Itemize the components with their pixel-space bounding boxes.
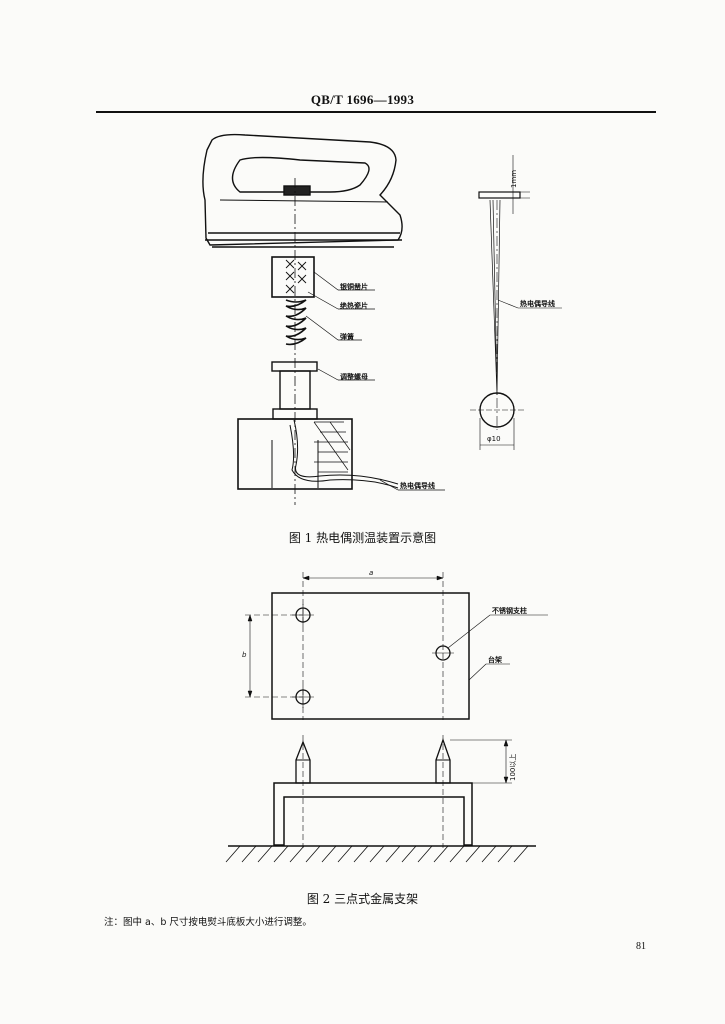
label-height: 100以上	[509, 753, 517, 781]
spring	[285, 299, 307, 346]
stand-top-view	[271, 592, 470, 720]
header-rule	[96, 111, 656, 113]
label-wire-bottom: 热电偶导线	[400, 482, 435, 490]
adjust-nut	[271, 361, 318, 372]
copper-block	[271, 256, 315, 298]
label-dim-b: b	[242, 651, 247, 659]
header-standard: QB/T 1696—1993	[310, 92, 415, 107]
label-nut: 调整螺母	[340, 373, 368, 381]
detail-plate	[478, 191, 521, 199]
iron-body	[202, 133, 403, 246]
label-insulator: 绝热瓷片	[340, 302, 368, 310]
label-stand: 台架	[488, 656, 502, 664]
figure-note: 注：图中 a、b 尺寸按电熨斗底板大小进行调整。	[104, 917, 312, 928]
label-copper: 银铜凿片	[340, 283, 368, 291]
label-phi10: φ10	[487, 435, 501, 443]
base-block	[237, 418, 353, 490]
iron-soleplate	[205, 232, 402, 248]
pillar-left	[295, 740, 311, 784]
label-dim-a: a	[369, 569, 374, 577]
figure1-caption: 图 1 热电偶测温装置示意图	[288, 531, 437, 545]
figure2-caption: 图 2 三点式金属支架	[306, 892, 419, 906]
label-spring: 弹簧	[340, 333, 354, 341]
label-pillar: 不锈钢支柱	[492, 607, 527, 615]
label-1mm: 1mm	[510, 169, 518, 188]
label-wire-right: 热电偶导线	[520, 300, 555, 308]
iron-handle-hole	[231, 156, 370, 193]
pillar-right	[435, 738, 451, 784]
stand-front-view	[273, 782, 473, 846]
page-number: 81	[636, 941, 646, 952]
iron-knob	[283, 185, 311, 196]
